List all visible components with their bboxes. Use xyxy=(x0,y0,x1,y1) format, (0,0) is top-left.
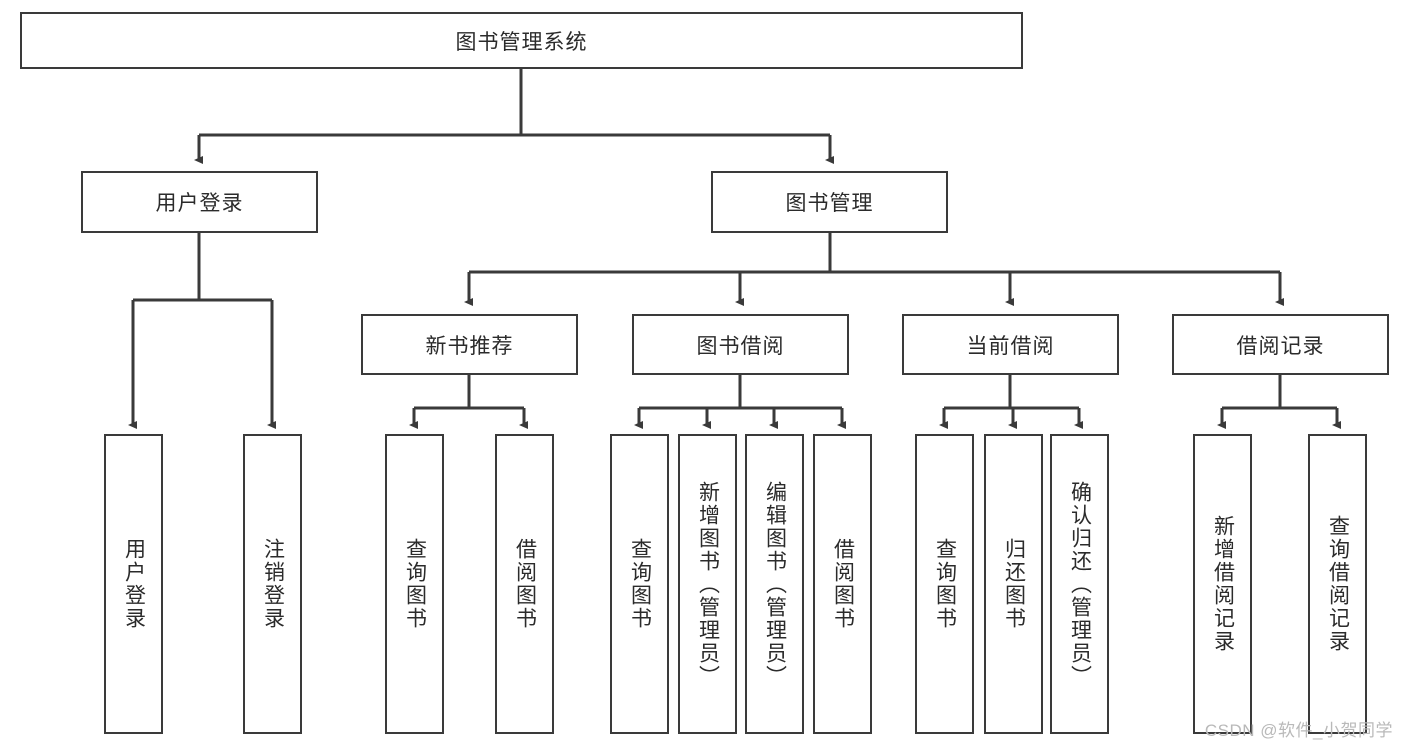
leaf-query-book-recommend[interactable]: 查询图书 xyxy=(385,434,444,734)
leaf-confirm-return[interactable]: 确认归还（管理员） xyxy=(1050,434,1109,734)
node-label: 借阅图书 xyxy=(513,538,537,630)
node-label: 图书管理系统 xyxy=(455,30,588,54)
node-label: 注销登录 xyxy=(261,538,285,630)
leaf-add-borrow-record[interactable]: 新增借阅记录 xyxy=(1193,434,1252,734)
node-label: 新增图书（管理员） xyxy=(696,480,720,688)
node-label: 查询图书 xyxy=(628,538,652,630)
node-label: 用户登录 xyxy=(155,192,244,215)
leaf-logout-login[interactable]: 注销登录 xyxy=(243,434,302,734)
node-label: 图书管理 xyxy=(785,192,874,215)
leaf-return-book[interactable]: 归还图书 xyxy=(984,434,1043,734)
leaf-user-login[interactable]: 用户登录 xyxy=(104,434,163,734)
node-label: 用户登录 xyxy=(122,538,146,630)
node-root-system[interactable]: 图书管理系统 xyxy=(20,12,1023,69)
node-label: 查询借阅记录 xyxy=(1326,515,1350,653)
node-label: 图书借阅 xyxy=(696,334,785,358)
leaf-query-book-current[interactable]: 查询图书 xyxy=(915,434,974,734)
node-label: 查询图书 xyxy=(403,538,427,630)
node-label: 编辑图书（管理员） xyxy=(763,480,787,688)
node-label: 借阅记录 xyxy=(1236,334,1325,358)
node-label: 借阅图书 xyxy=(831,538,855,630)
node-user-login[interactable]: 用户登录 xyxy=(81,171,318,233)
node-new-book-recommend[interactable]: 新书推荐 xyxy=(361,314,578,375)
leaf-add-book[interactable]: 新增图书（管理员） xyxy=(678,434,737,734)
node-book-borrow[interactable]: 图书借阅 xyxy=(632,314,849,375)
leaf-edit-book[interactable]: 编辑图书（管理员） xyxy=(745,434,804,734)
node-borrow-record[interactable]: 借阅记录 xyxy=(1172,314,1389,375)
leaf-query-book-borrow[interactable]: 查询图书 xyxy=(610,434,669,734)
leaf-borrow-book[interactable]: 借阅图书 xyxy=(813,434,872,734)
node-label: 确认归还（管理员） xyxy=(1068,480,1092,688)
node-label: 查询图书 xyxy=(933,538,957,630)
node-label: 归还图书 xyxy=(1002,538,1026,630)
node-label: 新书推荐 xyxy=(425,334,514,358)
leaf-query-borrow-record[interactable]: 查询借阅记录 xyxy=(1308,434,1367,734)
node-current-borrow[interactable]: 当前借阅 xyxy=(902,314,1119,375)
node-label: 新增借阅记录 xyxy=(1211,515,1235,653)
node-book-management[interactable]: 图书管理 xyxy=(711,171,948,233)
leaf-borrow-book-recommend[interactable]: 借阅图书 xyxy=(495,434,554,734)
node-label: 当前借阅 xyxy=(966,334,1055,358)
